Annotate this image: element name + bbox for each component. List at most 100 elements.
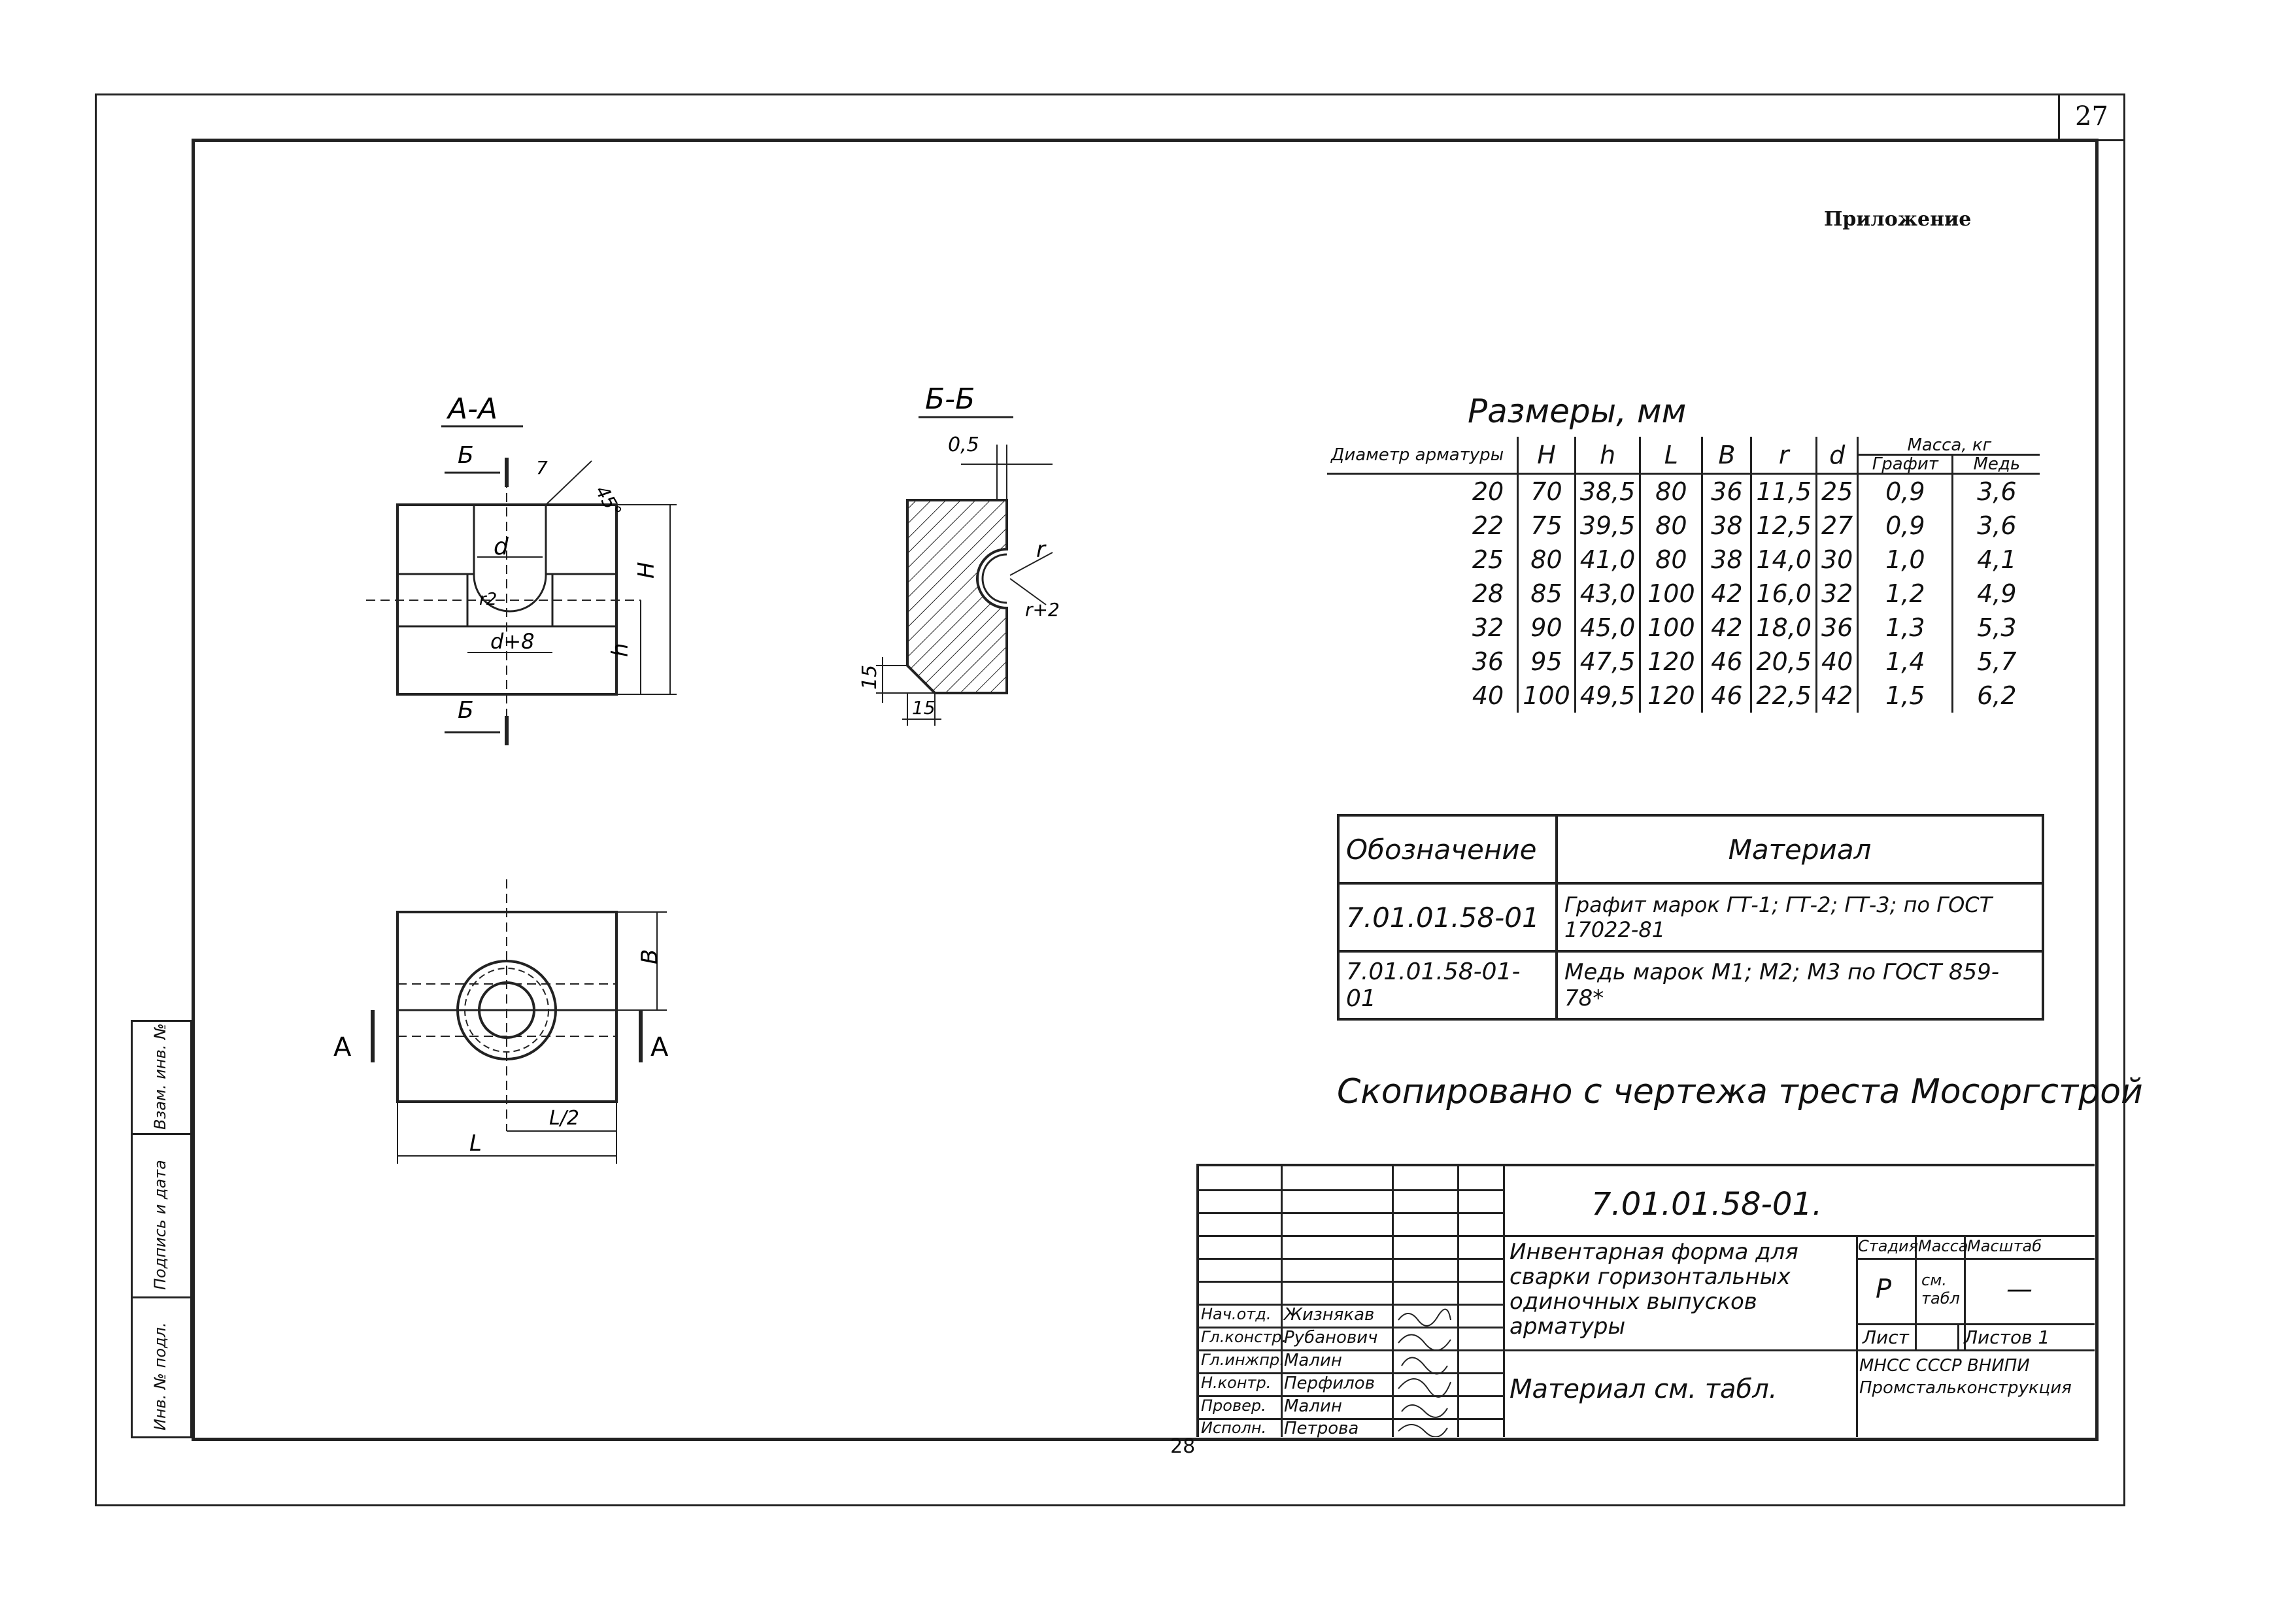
role: Исполн. — [1201, 1419, 1267, 1437]
dim-15-h: 15 — [912, 697, 936, 719]
role: Н.контр. — [1201, 1374, 1272, 1392]
cell: 36 — [1472, 647, 1504, 676]
cut-mark-b-top: Б — [458, 442, 474, 469]
cell: 32 — [1815, 577, 1858, 611]
cell: 1,0 — [1857, 543, 1953, 577]
cell: 11,5 — [1750, 473, 1817, 509]
cell: 36 — [1701, 473, 1751, 509]
dim-H: H — [633, 562, 660, 579]
cell: 27 — [1815, 509, 1858, 543]
cell: 30 — [1815, 543, 1858, 577]
dims-header: d — [1815, 437, 1858, 475]
cell: 22,5 — [1750, 679, 1817, 713]
dims-header: Диаметр арматуры — [1327, 437, 1518, 475]
cell: 42 — [1701, 577, 1751, 611]
title-sheet: Лист — [1863, 1327, 1909, 1348]
title-scale: — — [2006, 1274, 2033, 1304]
cell: 90 — [1517, 611, 1576, 645]
cell: 16,0 — [1750, 577, 1817, 611]
stamp-sign-date: Подпись и дата — [151, 1160, 169, 1290]
title-sheets: Листов 1 — [1964, 1327, 2050, 1348]
dim-L: L — [469, 1130, 482, 1157]
dim-r2: r2 — [479, 590, 497, 609]
cell: 49,5 — [1574, 679, 1640, 713]
cell: 1,2 — [1857, 577, 1953, 611]
cell: 100 — [1639, 577, 1702, 611]
role: Гл.инжпр. — [1201, 1351, 1285, 1369]
dim-r: r — [1036, 537, 1047, 563]
title-mass-header: Масса — [1918, 1237, 1968, 1255]
stamp-new-inv: Взам. инв. № — [151, 1023, 169, 1130]
title-block: 7.01.01.58-01. Инвентарная форма для сва… — [1196, 1164, 2095, 1438]
material-desc: Медь марок М1; М2; М3 по ГОСТ 859-78* — [1555, 950, 2044, 1021]
title-stage-header: Стадия — [1858, 1237, 1919, 1255]
cell: 40 — [1815, 645, 1858, 679]
dim-15-v: 15 — [858, 665, 881, 690]
cell: 80 — [1639, 509, 1702, 543]
cell: 41,0 — [1574, 543, 1640, 577]
cell: 5,7 — [1951, 645, 2040, 679]
dims-header: H — [1517, 437, 1576, 475]
cut-mark-b-bottom: Б — [458, 697, 474, 724]
cell: 1,5 — [1857, 679, 1953, 713]
sheet-number: 27 — [2058, 93, 2123, 141]
cell: 14,0 — [1750, 543, 1817, 577]
cell: 3,6 — [1951, 473, 2040, 509]
person-name: Рубанович — [1284, 1328, 1378, 1347]
cell: 20,5 — [1750, 645, 1817, 679]
technical-drawings: А-А d d+8 r2 Б Б 7 45° H h Б-Б 0,5 r r+2… — [333, 382, 1060, 1164]
dims-table-title: Размеры, мм — [1468, 392, 1687, 430]
cell: 47,5 — [1574, 645, 1640, 679]
outer-frame — [95, 93, 2125, 1506]
stamp-inv-no: Инв. № подл. — [151, 1322, 169, 1430]
cell: 1,3 — [1857, 611, 1953, 645]
cell: 32 — [1472, 613, 1504, 642]
cell: 3,6 — [1951, 509, 2040, 543]
section-aa-label: А-А — [446, 392, 498, 426]
dim-L2: L/2 — [549, 1107, 579, 1130]
cell: 4,9 — [1951, 577, 2040, 611]
cell: 38 — [1701, 509, 1751, 543]
dim-h: h — [607, 643, 633, 657]
material-row: 7.01.01.58-01-01 Медь марок М1; М2; М3 п… — [1337, 950, 2044, 1021]
dim-d8: d+8 — [490, 629, 534, 654]
cell: 45,0 — [1574, 611, 1640, 645]
cell: 100 — [1517, 679, 1576, 713]
person-name: Малин — [1284, 1351, 1342, 1370]
section-bb-body — [906, 499, 1008, 694]
cell: 38,5 — [1574, 473, 1640, 509]
left-margin-stamp: Взам. инв. № Подпись и дата Инв. № подл. — [131, 1020, 192, 1438]
material-header: Материал — [1555, 814, 2044, 885]
cell: 20 — [1472, 477, 1504, 506]
dims-mass-header: Масса, кг — [1857, 437, 2040, 456]
role: Провер. — [1201, 1396, 1266, 1415]
dim-d: d — [494, 533, 509, 560]
section-bb-label: Б-Б — [925, 382, 975, 416]
person-name: Перфилов — [1284, 1374, 1375, 1393]
cell: 80 — [1639, 543, 1702, 577]
cell: 22 — [1472, 511, 1504, 540]
title-material: Материал см. табл. — [1510, 1374, 1778, 1404]
title-code: 7.01.01.58-01. — [1591, 1186, 1823, 1223]
dims-header: B — [1701, 437, 1751, 475]
cell: 18,0 — [1750, 611, 1817, 645]
cell: 120 — [1639, 679, 1702, 713]
dim-7: 7 — [536, 457, 548, 479]
material-row: 7.01.01.58-01 Графит марок ГТ-1; ГТ-2; Г… — [1337, 882, 2044, 953]
dims-header: h — [1574, 437, 1640, 475]
cell: 39,5 — [1574, 509, 1640, 543]
dims-header: L — [1639, 437, 1702, 475]
dim-B: B — [637, 949, 663, 964]
inner-frame — [192, 139, 2099, 1441]
material-desc: Графит марок ГТ-1; ГТ-2; ГТ-3; по ГОСТ 1… — [1555, 882, 2044, 953]
role: Нач.отд. — [1201, 1305, 1272, 1323]
appendix-label: Приложение — [1824, 208, 1972, 231]
dims-mass-sub: Медь — [1951, 454, 2040, 475]
title-mass: см. табл — [1921, 1271, 1960, 1308]
